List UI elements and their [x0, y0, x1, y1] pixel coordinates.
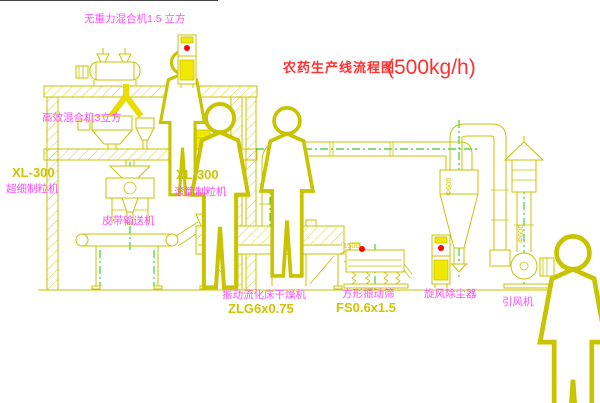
cyclone-separator — [439, 123, 492, 273]
granulator-xl300 — [105, 160, 155, 225]
label-dryer-model: ZLG6x0.75 — [228, 301, 294, 316]
label-belt-conveyor: 皮带输送机 — [102, 214, 155, 227]
zero-gravity-mixer — [75, 48, 144, 118]
high-efficiency-mixer — [77, 115, 155, 150]
label-dryer: 振动流化床干燥机 — [222, 288, 306, 301]
drawing-title: 农药生产线流程图 — [282, 60, 395, 75]
rain-cap-icon — [503, 141, 545, 161]
annotation-duct-dia-stack: Φ600 — [516, 225, 525, 244]
fan-inlet-duct — [489, 123, 511, 267]
indicator-dot-sieve — [359, 246, 365, 252]
vibrating-sieve — [343, 242, 413, 289]
belt-conveyor — [75, 221, 203, 290]
label-granulator-center-model: XL-300 — [176, 167, 219, 182]
label-2f-mixer: 高效混合机3立方 — [42, 111, 121, 124]
label-granulator-left-name: 超细制粒机 — [6, 182, 59, 195]
label-fan: 引风机 — [502, 295, 534, 308]
label-cyclone: 旋风除尘器 — [424, 287, 477, 300]
control-cabinet-top — [177, 34, 197, 88]
label-granulator-left-model: XL-300 — [12, 165, 55, 180]
label-top-mixer: 无重力混合机1.5 立方 — [84, 12, 186, 25]
control-cabinet-ground — [431, 234, 451, 288]
exhaust-stack — [503, 136, 545, 252]
label-sieve: 方形振动筛 — [342, 287, 395, 300]
induced-draft-fan — [503, 252, 555, 289]
label-granulator-center-name: 滚筒制粒机 — [174, 185, 227, 198]
annotation-dim-1500: 1500 — [343, 241, 360, 250]
label-sieve-model: FS0.6x1.5 — [336, 300, 396, 315]
annotation-duct-dia-cyclone: Φ600 — [444, 178, 453, 197]
drawing-title-capacity: (500kg/h) — [387, 56, 476, 79]
